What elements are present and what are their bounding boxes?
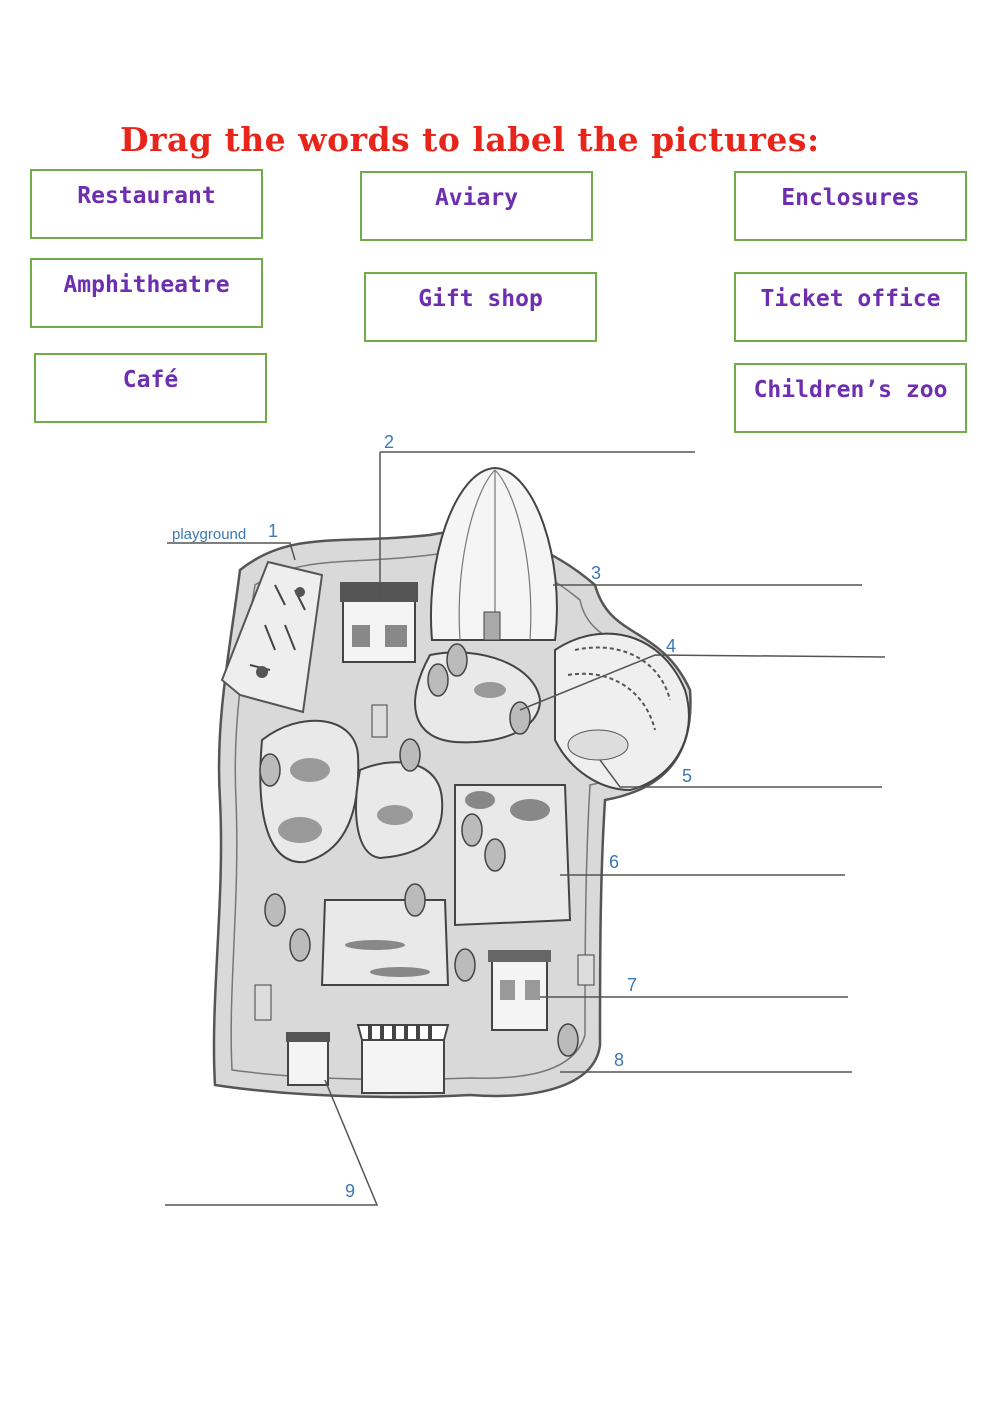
word-tile-gift-shop[interactable]: Gift shop: [364, 272, 597, 342]
word-label: Children’s zoo: [753, 377, 948, 403]
word-tile-childrens-zoo[interactable]: Children’s zoo: [734, 363, 967, 433]
word-label: Enclosures: [781, 185, 920, 211]
word-label: Gift shop: [418, 286, 543, 312]
word-label: Restaurant: [77, 183, 216, 209]
number-2: 2: [384, 432, 394, 452]
number-8: 8: [614, 1050, 624, 1070]
word-tile-restaurant[interactable]: Restaurant: [30, 169, 263, 239]
number-9: 9: [345, 1181, 355, 1201]
word-label: Aviary: [434, 185, 519, 211]
aviary-dome: [430, 466, 558, 641]
gift-shop-building: [340, 582, 418, 663]
number-3: 3: [591, 563, 601, 583]
number-4: 4: [666, 636, 676, 656]
word-label: Café: [122, 367, 179, 393]
word-tile-aviary[interactable]: Aviary: [360, 171, 593, 241]
trees: [259, 643, 579, 1057]
word-label: Ticket office: [760, 286, 941, 312]
answer-lines: [165, 451, 886, 1206]
number-5: 5: [682, 766, 692, 786]
word-tile-enclosures[interactable]: Enclosures: [734, 171, 967, 241]
playground-area: [220, 560, 324, 714]
word-tile-ticket-office[interactable]: Ticket office: [734, 272, 967, 342]
number-1: 1: [268, 521, 278, 541]
playground-label: playground: [172, 526, 246, 543]
number-7: 7: [627, 975, 637, 995]
cafe-building: [356, 1024, 450, 1094]
amphitheatre-area: [554, 632, 690, 792]
word-tile-cafe[interactable]: Café: [34, 353, 267, 423]
number-6: 6: [609, 852, 619, 872]
word-tile-amphitheatre[interactable]: Amphitheatre: [30, 258, 263, 328]
childrens-zoo-building: [488, 950, 551, 1031]
instruction-title: Drag the words to label the pictures:: [120, 120, 820, 159]
word-label: Amphitheatre: [63, 272, 230, 298]
ticket-office-building: [254, 704, 595, 1086]
map-numbers: 1 2 3 4 5 6 7 8 9: [268, 432, 692, 1201]
